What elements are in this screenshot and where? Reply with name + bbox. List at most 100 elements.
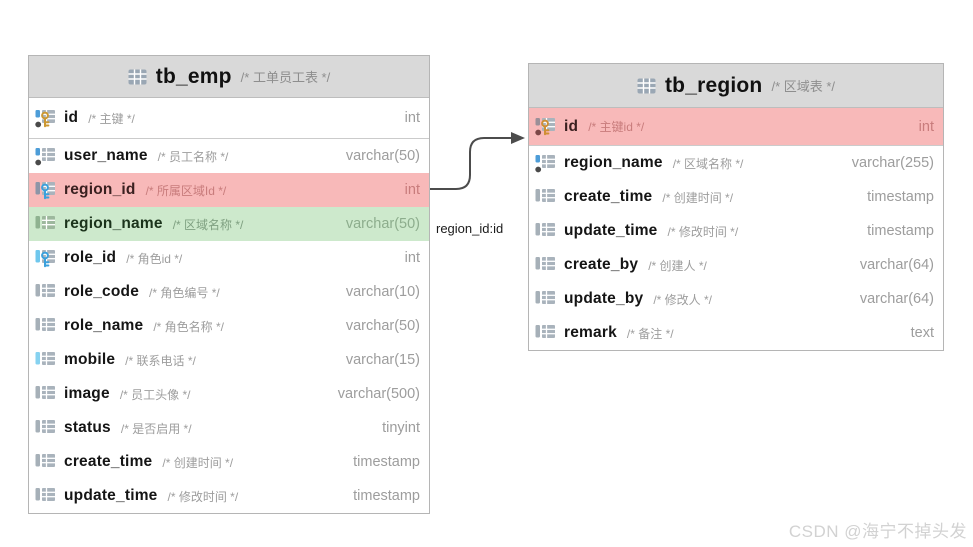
- column-icon: [535, 256, 559, 275]
- column-comment: /* 创建时间 */: [162, 455, 234, 470]
- column-icon: [35, 419, 59, 438]
- column-name: create_time: [564, 188, 653, 205]
- column-icon: [35, 147, 59, 166]
- column-list-tb-emp: id /* 主键 */ int user_name /* 员工名称 */ varchar(…: [29, 98, 429, 513]
- column-comment: /* 员工名称 */: [157, 149, 229, 164]
- column-name: update_by: [564, 290, 644, 307]
- column-row-mobile[interactable]: mobile /* 联系电话 */ varchar(15): [29, 343, 429, 377]
- column-comment: /* 修改时间 */: [667, 224, 739, 239]
- column-type: tinyint: [382, 420, 420, 436]
- watermark: CSDN @海宁不掉头发: [788, 522, 967, 541]
- table-name: tb_emp: [155, 64, 232, 88]
- column-row-id[interactable]: id/* 主键id */int: [529, 108, 943, 146]
- column-comment: /* 角色编号 */: [149, 285, 220, 300]
- column-comment: /* 员工头像 */: [119, 387, 191, 402]
- column-type: varchar(10): [345, 284, 420, 300]
- column-icon: [35, 317, 59, 336]
- column-icon: [535, 290, 559, 309]
- column-primary-key-icon: [35, 109, 59, 128]
- column-name: mobile: [64, 351, 116, 368]
- column-name: region_name: [564, 154, 663, 171]
- column-icon: [535, 188, 559, 207]
- table-comment: /* 区域表 */: [771, 79, 836, 94]
- column-name: update_time: [64, 487, 158, 504]
- column-row-region_name[interactable]: region_name/* 区域名称 */varchar(255): [529, 146, 943, 180]
- column-row-role_name[interactable]: role_name /* 角色名称 */ varchar(50): [29, 309, 429, 343]
- column-comment: /* 区域名称 */: [172, 217, 244, 232]
- column-row-create_time[interactable]: create_time /* 创建时间 */ timestamp: [29, 445, 429, 479]
- column-type: varchar(64): [859, 291, 934, 307]
- column-type: timestamp: [867, 189, 934, 205]
- column-icon: [35, 453, 59, 472]
- column-name: remark: [564, 324, 617, 341]
- column-row-user_name[interactable]: user_name /* 员工名称 */ varchar(50): [29, 139, 429, 173]
- column-type: int: [404, 110, 420, 126]
- column-type: varchar(50): [345, 216, 420, 232]
- relation-connector-line[interactable]: [425, 118, 537, 202]
- column-name: create_time: [64, 453, 153, 470]
- column-icon: [535, 154, 559, 173]
- column-row-update_time[interactable]: update_time /* 修改时间 */ timestamp: [529, 214, 943, 248]
- column-name: create_by: [564, 256, 639, 273]
- column-comment: /* 主键 */: [88, 111, 135, 126]
- column-row-role_id[interactable]: role_id/* 角色id */int: [29, 241, 429, 275]
- column-row-id[interactable]: id /* 主键 */ int: [29, 98, 429, 139]
- column-comment: /* 所属区域Id */: [145, 183, 227, 198]
- column-row-update_by[interactable]: update_by/* 修改人 */varchar(64): [529, 282, 943, 316]
- column-foreign-key-icon: [35, 249, 59, 268]
- column-icon: [35, 351, 59, 370]
- column-name: region_id: [64, 181, 136, 198]
- column-type: timestamp: [867, 223, 934, 239]
- column-name: id: [564, 117, 579, 135]
- column-name: status: [64, 419, 111, 436]
- column-name: user_name: [64, 147, 148, 164]
- column-type: timestamp: [353, 454, 420, 470]
- table-header-tb-emp[interactable]: tb_emp /* 工单员工表 */: [29, 56, 429, 98]
- column-row-status[interactable]: status/* 是否启用 */tinyint: [29, 411, 429, 445]
- column-icon: [535, 324, 559, 343]
- column-comment: /* 创建时间 */: [662, 190, 734, 205]
- column-type: varchar(50): [345, 318, 420, 334]
- column-name: id: [64, 109, 79, 126]
- column-row-update_time[interactable]: update_time/* 修改时间 */timestamp: [29, 479, 429, 513]
- column-comment: /* 创建人 */: [648, 258, 707, 273]
- column-name: update_time: [564, 222, 658, 239]
- column-icon: [35, 385, 59, 404]
- column-row-create_by[interactable]: create_by /* 创建人 */ varchar(64): [529, 248, 943, 282]
- arrow-head-icon: [511, 132, 525, 144]
- table-header-tb-region[interactable]: tb_region /* 区域表 */: [529, 64, 943, 108]
- column-name: role_name: [64, 317, 144, 334]
- column-row-remark[interactable]: remark /* 备注 */ text: [529, 316, 943, 350]
- column-comment: /* 联系电话 */: [125, 353, 196, 368]
- table-comment: /* 工单员工表 */: [240, 70, 331, 85]
- column-type: text: [910, 325, 934, 341]
- table-tb-emp[interactable]: tb_emp /* 工单员工表 */ id /* 主键 */ int user_nam…: [28, 55, 430, 514]
- table-icon: [637, 78, 656, 94]
- column-icon: [35, 487, 59, 506]
- table-name: tb_region: [664, 73, 763, 97]
- column-row-role_code[interactable]: role_code /* 角色编号 */ varchar(10): [29, 275, 429, 309]
- column-type: int: [404, 250, 420, 266]
- column-foreign-key-icon: [35, 181, 59, 200]
- column-type: varchar(64): [859, 257, 934, 273]
- column-type: timestamp: [353, 488, 420, 504]
- column-row-region_id[interactable]: region_id/* 所属区域Id */int: [29, 173, 429, 207]
- column-name: role_id: [64, 249, 117, 266]
- table-icon: [128, 69, 147, 85]
- column-comment: /* 备注 */: [626, 326, 674, 341]
- column-type: varchar(15): [345, 352, 420, 368]
- column-type: varchar(50): [345, 148, 420, 164]
- column-row-image[interactable]: image/* 员工头像 */varchar(500): [29, 377, 429, 411]
- column-row-region_name[interactable]: region_name /* 区域名称 */ varchar(50): [29, 207, 429, 241]
- column-primary-key-icon: [535, 117, 559, 136]
- column-name: role_code: [64, 283, 140, 300]
- column-comment: /* 角色名称 */: [153, 319, 225, 334]
- column-row-create_time[interactable]: create_time /* 创建时间 */ timestamp: [529, 180, 943, 214]
- column-type: varchar(255): [851, 155, 934, 171]
- column-icon: [35, 283, 59, 302]
- column-name: region_name: [64, 215, 163, 232]
- column-type: varchar(500): [337, 386, 420, 402]
